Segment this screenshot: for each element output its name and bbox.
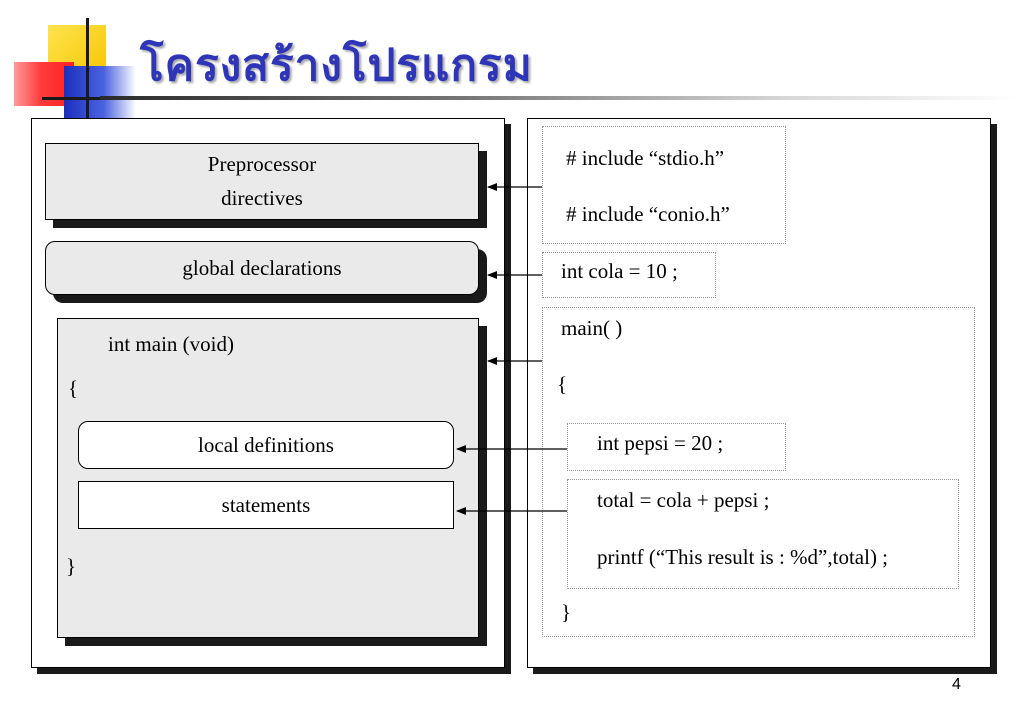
- global-declarations-box: global declarations: [45, 241, 479, 295]
- statements-label: statements: [221, 492, 311, 517]
- left-close-brace: }: [66, 554, 77, 578]
- slide-title: โครงสร้างโปรแกรม: [140, 40, 533, 91]
- include-code-block: [542, 126, 786, 244]
- logo-horizontal-line: [42, 97, 108, 100]
- main-signature: int main (void): [108, 332, 234, 356]
- include-conio-line: # include “conio.h”: [566, 202, 730, 226]
- include-stdio-line: # include “stdio.h”: [566, 146, 725, 170]
- printf-statement-line: printf (“This result is : %d”,total) ;: [597, 545, 889, 569]
- global-declarations-label: global declarations: [182, 255, 342, 280]
- logo-blue-square: [64, 66, 136, 118]
- main-call-line: main( ): [561, 316, 623, 340]
- preprocessor-label-line1: Preprocessor: [207, 152, 317, 177]
- right-open-brace: {: [557, 372, 568, 396]
- local-var-line: int pepsi = 20 ;: [597, 431, 724, 455]
- preprocessor-box: Preprocessor directives: [45, 143, 479, 220]
- statements-code-block: [567, 479, 959, 589]
- preprocessor-label-line2: directives: [221, 185, 303, 210]
- logo-vertical-line: [86, 18, 89, 122]
- statements-box: statements: [78, 481, 454, 529]
- total-statement-line: total = cola + pepsi ;: [597, 488, 770, 512]
- right-close-brace: }: [561, 600, 572, 624]
- title-underline: [100, 96, 1020, 100]
- main-function-box: [57, 318, 479, 638]
- local-definitions-box: local definitions: [78, 421, 454, 469]
- global-var-code-block: [542, 252, 716, 298]
- left-open-brace: {: [68, 376, 79, 400]
- page-number: 4: [952, 676, 961, 693]
- global-var-line: int cola = 10 ;: [561, 259, 678, 283]
- local-var-code-block: [567, 423, 786, 471]
- local-definitions-label: local definitions: [198, 432, 334, 457]
